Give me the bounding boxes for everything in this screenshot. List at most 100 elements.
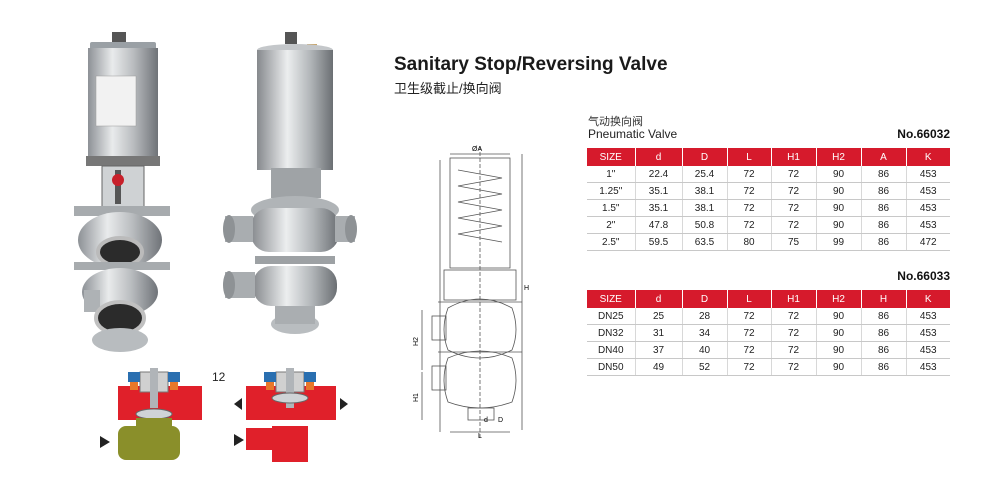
table-cell: 72 [770,324,816,342]
table-cell: 472 [905,233,950,251]
table-cell: 72 [726,182,771,200]
table-cell: 90 [815,341,861,359]
valve-photo-front [74,32,170,352]
table-cell: 86 [860,182,906,200]
table-cell: 86 [860,308,906,325]
dim-label-h1: H1 [413,393,420,402]
table-cell: 72 [770,216,816,234]
table-cell: 40 [681,341,727,359]
table-header-cell: L [726,290,771,308]
diagram-number: 12 [212,370,226,384]
table-cell: 86 [860,324,906,342]
table-cell: 25.4 [681,166,727,183]
section-label-en: Pneumatic Valve [588,127,678,141]
table-cell: 50.8 [681,216,727,234]
table-cell: 99 [815,233,861,251]
table-cell: 1.5" [587,199,635,217]
table-cell: 453 [905,341,950,359]
table-cell: 72 [770,166,816,183]
table-header-cell: H [860,290,906,308]
table-cell: 86 [860,166,906,183]
table-cell: 453 [905,216,950,234]
flow-diagram-stop [100,368,202,460]
dim-label-oa: ØA [472,146,482,153]
table-cell: DN40 [587,341,635,359]
table-cell: 72 [726,358,771,376]
dim-label-l: L [478,433,482,440]
table-cell: 90 [815,166,861,183]
table-cell: 453 [905,308,950,325]
table-cell: 2" [587,216,635,234]
table-cell: DN50 [587,358,635,376]
table-cell: 28 [681,308,727,325]
section-label-cn: 气动换向阀 [588,116,643,128]
table-cell: 72 [726,308,771,325]
table-cell: 72 [770,182,816,200]
dim-label-h2: H2 [413,337,420,346]
table-header-cell: SIZE [587,290,635,308]
table-cell: 86 [860,199,906,217]
table-cell: DN25 [587,308,635,325]
table-cell: 2.5" [587,233,635,251]
table-cell: 38.1 [681,182,727,200]
table-cell: 90 [815,182,861,200]
table-cell: 72 [726,166,771,183]
table-cell: 1" [587,166,635,183]
table-cell: 453 [905,199,950,217]
table-header-cell: d [634,290,682,308]
table-header-cell: H1 [770,290,816,308]
table-cell: 63.5 [681,233,727,251]
table-cell: 453 [905,324,950,342]
table-header-cell: D [681,148,727,166]
table-cell: 72 [726,216,771,234]
table-cell: 1.25" [587,182,635,200]
table-cell: 86 [860,341,906,359]
table-cell: 34 [681,324,727,342]
table-cell: 90 [815,216,861,234]
dim-label-h: H [524,285,529,292]
flow-diagram-reversing [234,368,348,462]
model-number-2: No.66033 [897,269,950,283]
table-cell: 72 [726,341,771,359]
table-header-cell: K [905,148,950,166]
table-cell: 38.1 [681,199,727,217]
table-cell: 72 [770,199,816,217]
table-cell: 25 [634,308,682,325]
table-cell: 86 [860,358,906,376]
technical-drawing: ØA H H2 H1 L d D [413,146,529,440]
table-cell: 90 [815,308,861,325]
dim-label-d-small: d [484,417,488,424]
table-header-cell: D [681,290,727,308]
table-header-cell: K [905,290,950,308]
table-header-cell: SIZE [587,148,635,166]
table-cell: DN32 [587,324,635,342]
table-cell: 453 [905,182,950,200]
table-cell: 453 [905,358,950,376]
table-cell: 31 [634,324,682,342]
table-cell: 72 [770,341,816,359]
table-cell: 37 [634,341,682,359]
table-cell: 72 [770,358,816,376]
valve-photo-angled [223,32,357,334]
table-cell: 35.1 [634,182,682,200]
table-cell: 35.1 [634,199,682,217]
table-cell: 453 [905,166,950,183]
table-cell: 72 [726,199,771,217]
table-header-cell: H2 [815,148,861,166]
table-cell: 90 [815,324,861,342]
page-title: Sanitary Stop/Reversing Valve [394,54,668,75]
table-cell: 90 [815,358,861,376]
table-cell: 22.4 [634,166,682,183]
table-cell: 86 [860,216,906,234]
page-subtitle: 卫生级截止/换向阀 [394,81,502,96]
